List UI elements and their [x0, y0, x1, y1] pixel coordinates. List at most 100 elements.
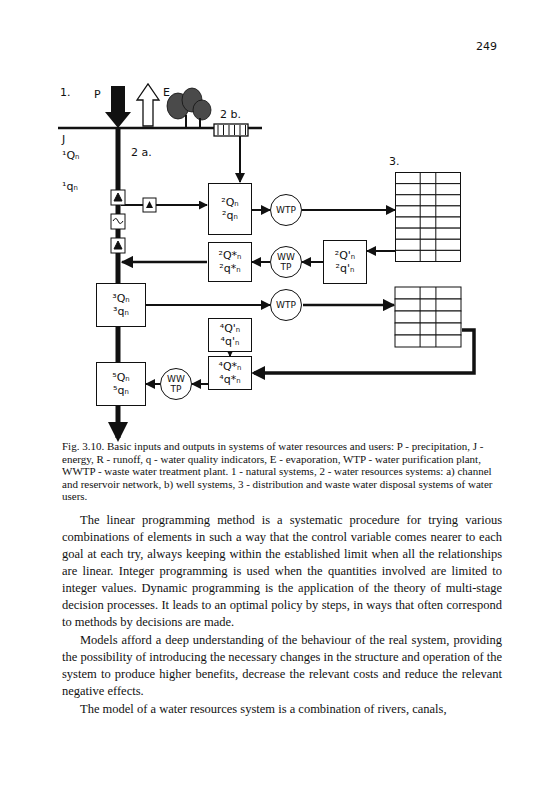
flow-label: ⁴Q*ₙ	[219, 360, 242, 373]
flow-label: ³Qₙ	[112, 292, 129, 305]
flow-label: ⁴Q'ₙ	[220, 322, 240, 335]
flow-label: ⁵Qₙ	[112, 371, 129, 384]
lower-grid-return	[254, 330, 474, 373]
flow-label: ²Qₙ	[221, 196, 238, 209]
flow-label: ²qₙ	[222, 209, 238, 222]
plant-label: WW TP	[275, 252, 297, 272]
grid-divider	[435, 206, 436, 217]
flow-connector	[302, 261, 323, 263]
page-number: 249	[476, 40, 497, 53]
well-bar	[234, 125, 235, 135]
grid-divider	[420, 217, 421, 228]
grid-divider	[435, 217, 436, 228]
flow-label: ²q*ₙ	[219, 262, 240, 275]
grid-divider	[420, 173, 421, 184]
flow-label: ⁴q*ₙ	[219, 373, 240, 386]
precipitation-arrow	[105, 86, 131, 128]
grid-cell	[395, 299, 461, 311]
flow-box: ³Qₙ³qₙ	[96, 283, 146, 327]
channel-structures	[111, 190, 125, 253]
callout-number: 2 a.	[131, 146, 152, 159]
grid-divider	[420, 206, 421, 217]
grid-cell	[396, 239, 461, 250]
grid-divider	[420, 184, 421, 195]
grid-cell	[395, 323, 461, 335]
flow-connector	[146, 304, 270, 306]
plant-label: WW TP	[165, 374, 187, 394]
grid-cell	[396, 184, 461, 195]
flow-label: ²q'ₙ	[336, 262, 355, 275]
supply-to-lower-grid	[303, 305, 394, 306]
grid-divider	[435, 311, 436, 323]
callout-number: 2 b.	[220, 108, 241, 121]
grid-cell	[395, 311, 461, 323]
plant-circle: WW TP	[160, 368, 192, 400]
flow-connector	[192, 383, 208, 385]
grid-divider	[435, 323, 436, 335]
flow-connector	[302, 209, 395, 211]
grid-label: 3.	[389, 155, 400, 168]
grid-cell	[396, 206, 461, 217]
flow-label: ¹qₙ	[62, 180, 78, 193]
grid-cell	[396, 173, 461, 184]
flow-box: ²Q'ₙ²q'ₙ	[323, 240, 367, 284]
grid-divider	[435, 184, 436, 195]
grid-divider	[420, 311, 421, 323]
grid-cell	[395, 335, 461, 347]
flow-connector	[367, 250, 395, 252]
grid-divider	[435, 228, 436, 239]
grid-divider	[420, 287, 421, 299]
well-bar	[218, 125, 219, 135]
trees	[167, 88, 211, 128]
grid-divider	[420, 250, 421, 261]
flow-label: ²Q*ₙ	[219, 249, 242, 262]
flow-label: ³qₙ	[113, 305, 129, 318]
grid-drawing	[395, 172, 461, 262]
well-system	[214, 124, 248, 136]
flow-connector	[252, 261, 270, 263]
grid-cell	[396, 250, 461, 261]
grid-divider	[435, 335, 436, 347]
well-bar	[223, 125, 224, 135]
flow-label: ¹Qₙ	[62, 149, 79, 162]
grid-divider	[420, 299, 421, 311]
grid-divider	[435, 195, 436, 206]
flow-box: ⁵Qₙ⁵qₙ	[96, 362, 146, 406]
plant-circle: WTP	[270, 289, 302, 321]
flow-label: ²Q'ₙ	[335, 249, 355, 262]
flow-box: ⁴Q*ₙ⁴q*ₙ	[208, 356, 252, 390]
grid-divider	[420, 323, 421, 335]
well-bar	[245, 125, 246, 135]
callout-number: 1.	[60, 86, 71, 99]
symbol-label: J	[62, 133, 65, 146]
grid-divider	[420, 195, 421, 206]
grid-divider	[435, 299, 436, 311]
symbol-label: P	[94, 88, 101, 101]
grid-cell	[396, 195, 461, 206]
evaporation-arrow	[137, 84, 159, 126]
grid-divider	[435, 250, 436, 261]
grid-divider	[420, 335, 421, 347]
plant-circle: WTP	[270, 194, 302, 226]
flow-connector	[252, 209, 270, 211]
grid-cell	[396, 217, 461, 228]
distribution-grid-lower	[395, 287, 461, 347]
figure-caption: Fig. 3.10. Basic inputs and outputs in s…	[62, 440, 502, 503]
flow-box: ²Q*ₙ²q*ₙ	[208, 242, 252, 282]
body-paragraph: The linear programming method is a syste…	[62, 512, 502, 631]
well-bar	[229, 125, 230, 135]
symbol-label: E	[163, 86, 170, 99]
body-paragraph: Models afford a deep understanding of th…	[62, 632, 502, 700]
flow-connector	[146, 383, 160, 385]
well-bar	[240, 125, 241, 135]
flow-box: ⁴Q'ₙ⁴q'ₙ	[208, 318, 252, 352]
grid-divider	[435, 173, 436, 184]
grid-divider	[435, 287, 436, 299]
body-paragraph: The model of a water resources system is…	[62, 701, 502, 718]
plant-label: WTP	[275, 300, 297, 310]
flow-label: ⁴q'ₙ	[221, 335, 240, 348]
grid-cell	[395, 287, 461, 299]
grid-divider	[435, 239, 436, 250]
well-arrow	[240, 136, 241, 182]
return-to-channel	[122, 262, 207, 263]
